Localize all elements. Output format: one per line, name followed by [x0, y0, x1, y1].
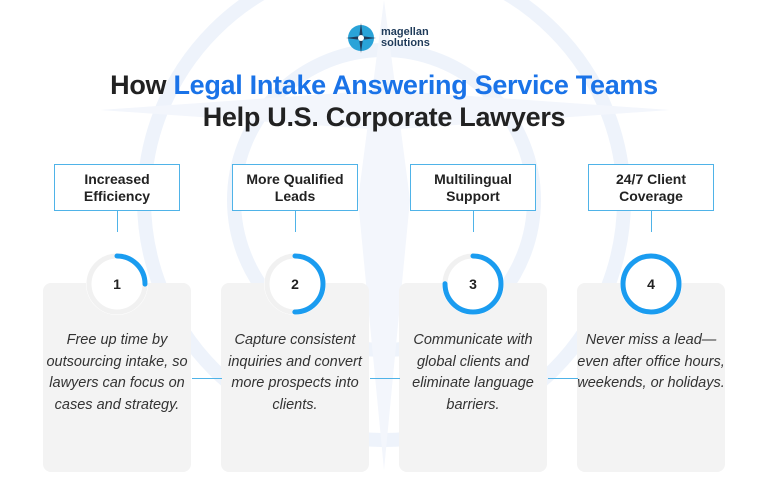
step-description: Never miss a lead—even after office hour… [577, 332, 725, 391]
ring-background [620, 253, 682, 315]
page-title-line1: How Legal Intake Answering Service Teams [0, 70, 768, 101]
progress-ring: 2 [264, 253, 326, 315]
ring-progress [442, 253, 504, 315]
arrow-connector [192, 378, 222, 379]
ring-background [86, 253, 148, 315]
connector-line [294, 211, 296, 232]
step-number: 2 [291, 276, 299, 292]
logo-line1: magellan [381, 26, 429, 38]
logo-line2: solutions [381, 37, 430, 49]
ring-background [442, 253, 504, 315]
arrow-connector [370, 378, 400, 379]
step-heading: More Qualified Leads [232, 164, 358, 211]
step-description: Capture consistent inquiries and convert… [228, 332, 362, 413]
step-heading: Multilingual Support [410, 164, 536, 211]
step-number: 3 [469, 276, 477, 292]
logo: magellan solutions [345, 22, 430, 54]
compass-logo-icon [346, 23, 376, 53]
ring-progress [264, 253, 326, 315]
title-prefix: How [110, 70, 174, 100]
progress-ring: 1 [86, 253, 148, 315]
step-description: Free up time by outsourcing intake, so l… [46, 332, 188, 413]
step-heading: 24/7 Client Coverage [588, 164, 714, 211]
title-highlight: Legal Intake Answering Service Teams [173, 70, 658, 100]
progress-ring: 4 [620, 253, 682, 315]
ring-progress [620, 253, 682, 315]
ring-progress [86, 253, 148, 315]
step-heading: Increased Efficiency [54, 164, 180, 211]
page-title-line2: Help U.S. Corporate Lawyers [202, 102, 566, 132]
step-description: Communicate with global clients and elim… [412, 332, 534, 413]
ring-background [264, 253, 326, 315]
connector-line [116, 211, 118, 232]
step-number: 1 [113, 276, 121, 292]
progress-ring: 3 [442, 253, 504, 315]
connector-line [472, 211, 474, 232]
step-number: 4 [647, 276, 655, 292]
arrow-connector [548, 378, 578, 379]
connector-line [650, 211, 652, 232]
